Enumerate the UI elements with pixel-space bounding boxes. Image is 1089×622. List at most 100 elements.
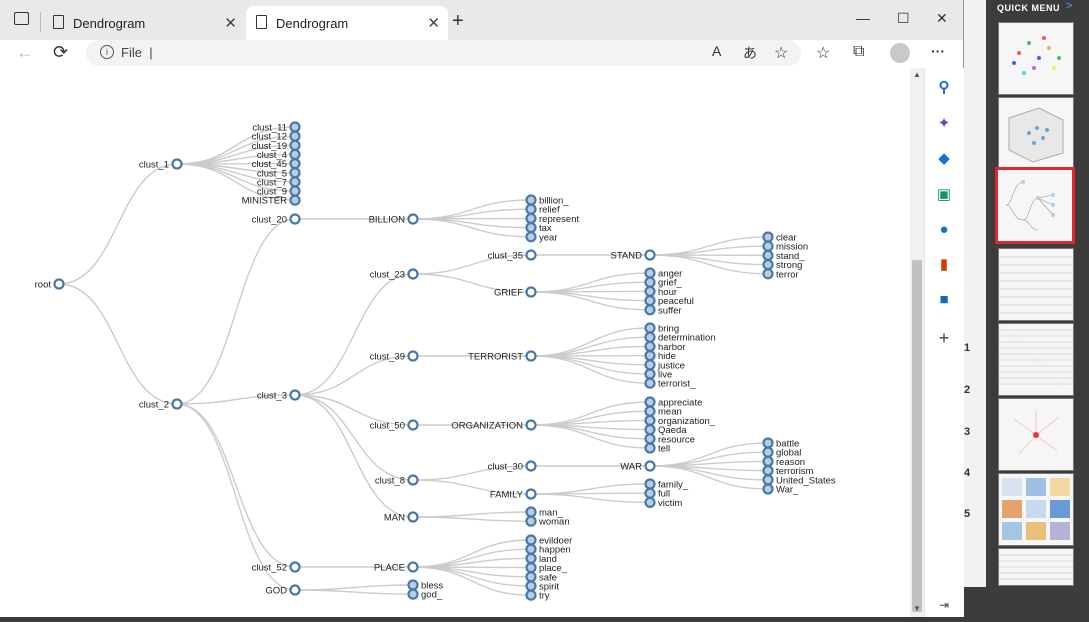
cluster-node[interactable]	[409, 270, 418, 279]
reload-button[interactable]: ⟳	[53, 42, 68, 63]
cluster-node[interactable]	[527, 352, 536, 361]
games-icon[interactable]: ●	[934, 220, 954, 240]
leaf-node[interactable]	[527, 517, 536, 526]
minimize-button[interactable]: —	[856, 10, 870, 26]
leaf-node[interactable]	[527, 196, 536, 205]
leaf-node[interactable]	[764, 269, 773, 278]
cluster-node[interactable]	[291, 586, 300, 595]
leaf-node[interactable]	[527, 591, 536, 600]
cluster-node[interactable]	[55, 280, 64, 289]
leaf-node[interactable]	[291, 123, 300, 132]
cluster-node[interactable]	[173, 400, 182, 409]
copilot-icon[interactable]: ✦	[934, 114, 954, 134]
close-tab-icon[interactable]: ✕	[427, 14, 440, 32]
leaf-node[interactable]	[646, 416, 655, 425]
leaf-node[interactable]	[527, 214, 536, 223]
cluster-node[interactable]	[527, 251, 536, 260]
cluster-node[interactable]	[409, 513, 418, 522]
leaf-node[interactable]	[527, 223, 536, 232]
tools-icon[interactable]: ▣	[934, 185, 954, 205]
thumbnail-table[interactable]	[998, 323, 1074, 396]
thumbnail-dendrogram-selected[interactable]	[995, 167, 1075, 244]
cluster-node[interactable]	[291, 563, 300, 572]
leaf-node[interactable]	[646, 324, 655, 333]
collections-icon[interactable]: ⧉	[853, 43, 864, 61]
leaf-node[interactable]	[527, 582, 536, 591]
close-window-button[interactable]: ✕	[936, 10, 948, 27]
leaf-node[interactable]	[764, 466, 773, 475]
cluster-node[interactable]	[646, 462, 655, 471]
cluster-node[interactable]	[409, 563, 418, 572]
cluster-node[interactable]	[527, 462, 536, 471]
leaf-node[interactable]	[527, 563, 536, 572]
thumbnail-network[interactable]	[998, 398, 1074, 471]
cluster-node[interactable]	[527, 288, 536, 297]
close-tab-icon[interactable]: ✕	[224, 14, 237, 32]
scroll-up-arrow[interactable]: ▲	[913, 70, 921, 79]
leaf-node[interactable]	[646, 360, 655, 369]
search-icon[interactable]: ⚲	[934, 78, 954, 98]
leaf-node[interactable]	[527, 572, 536, 581]
leaf-node[interactable]	[764, 233, 773, 242]
quick-menu-expand-icon[interactable]: >	[1066, 0, 1072, 12]
leaf-node[interactable]	[764, 448, 773, 457]
back-button[interactable]: ←	[16, 42, 34, 63]
leaf-node[interactable]	[646, 498, 655, 507]
vertical-scrollbar[interactable]: ▲ ▼	[910, 68, 924, 617]
address-field[interactable]: i File |	[86, 40, 801, 66]
thumbnail-3d-scatter[interactable]	[998, 97, 1074, 170]
scrollbar-thumb[interactable]	[912, 260, 922, 612]
leaf-node[interactable]	[646, 425, 655, 434]
leaf-node[interactable]	[646, 269, 655, 278]
leaf-node[interactable]	[764, 439, 773, 448]
maximize-button[interactable]: ☐	[897, 10, 910, 27]
leaf-node[interactable]	[646, 480, 655, 489]
leaf-node[interactable]	[527, 508, 536, 517]
leaf-node[interactable]	[291, 150, 300, 159]
cluster-node[interactable]	[527, 490, 536, 499]
outlook-icon[interactable]: ■	[934, 290, 954, 310]
leaf-node[interactable]	[527, 545, 536, 554]
cluster-node[interactable]	[409, 421, 418, 430]
leaf-node[interactable]	[646, 489, 655, 498]
thumbnail-scatter[interactable]	[998, 22, 1074, 95]
leaf-node[interactable]	[291, 132, 300, 141]
leaf-node[interactable]	[646, 287, 655, 296]
shopping-tag-icon[interactable]: ◆	[934, 149, 954, 169]
leaf-node[interactable]	[409, 581, 418, 590]
cluster-node[interactable]	[409, 476, 418, 485]
leaf-node[interactable]	[764, 242, 773, 251]
cluster-node[interactable]	[527, 421, 536, 430]
cluster-node[interactable]	[291, 391, 300, 400]
leaf-node[interactable]	[527, 205, 536, 214]
leaf-node[interactable]	[764, 475, 773, 484]
leaf-node[interactable]	[646, 351, 655, 360]
leaf-node[interactable]	[527, 536, 536, 545]
cluster-node[interactable]	[409, 215, 418, 224]
leaf-node[interactable]	[764, 485, 773, 494]
read-aloud-icon[interactable]: A	[712, 43, 721, 59]
sidebar-collapse-icon[interactable]: ⇥	[934, 595, 954, 615]
tab-dendrogram-1[interactable]: Dendrogram ✕	[43, 6, 245, 40]
leaf-node[interactable]	[409, 590, 418, 599]
add-icon[interactable]: +	[934, 328, 954, 348]
more-menu-icon[interactable]: ···	[931, 43, 945, 59]
cluster-node[interactable]	[409, 352, 418, 361]
cluster-node[interactable]	[646, 251, 655, 260]
leaf-node[interactable]	[764, 260, 773, 269]
leaf-node[interactable]	[527, 232, 536, 241]
profile-avatar[interactable]	[890, 43, 910, 63]
leaf-node[interactable]	[291, 196, 300, 205]
new-tab-button[interactable]: +	[452, 10, 464, 33]
tab-actions-icon[interactable]	[14, 12, 29, 25]
leaf-node[interactable]	[646, 444, 655, 453]
leaf-node[interactable]	[291, 159, 300, 168]
leaf-node[interactable]	[646, 305, 655, 314]
leaf-node[interactable]	[646, 407, 655, 416]
thumbnail-table[interactable]	[998, 548, 1074, 586]
scroll-down-arrow[interactable]: ▼	[913, 604, 921, 613]
leaf-node[interactable]	[646, 278, 655, 287]
leaf-node[interactable]	[291, 168, 300, 177]
translate-icon[interactable]: あ	[743, 43, 757, 63]
leaf-node[interactable]	[291, 187, 300, 196]
